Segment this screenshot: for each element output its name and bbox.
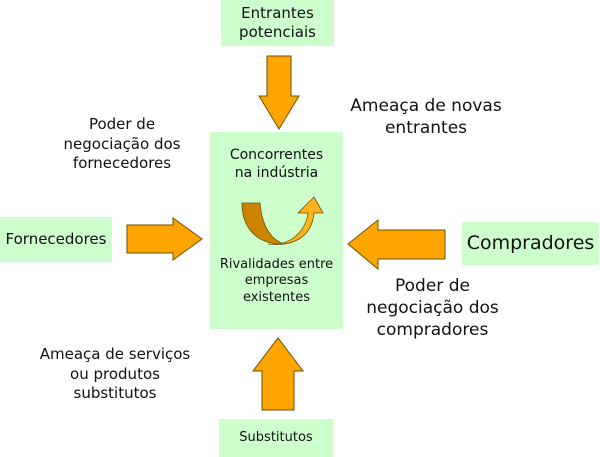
buyers-label: Compradores [466,231,595,254]
box-fornecedores: Fornecedores [0,217,112,262]
arrow-down-icon [258,55,300,130]
label-ameaca-novas-entrantes: Ameaça de novas entrantes [350,96,502,139]
substitutes-label: Substitutos [239,429,313,445]
box-substitutos: Substitutos [219,419,333,457]
box-entrantes-potenciais: Entrantes potenciais [221,0,334,46]
arrow-left-icon [347,218,446,271]
industry-title: Concorrentes na indústria [229,147,324,181]
box-concorrentes-industria [210,132,343,329]
entrants-label: Entrantes potenciais [239,4,316,41]
arrow-up-icon [251,337,305,411]
suppliers-label: Fornecedores [5,230,107,249]
curved-arrow-icon [241,196,324,245]
label-poder-fornecedores: Poder de negociação dos fornecedores [63,115,181,172]
label-poder-compradores: Poder de negociação dos compradores [366,276,499,341]
industry-rivalry: Rivalidades entre empresas existentes [219,257,334,305]
label-ameaca-substitutos: Ameaça de serviços ou produtos substitut… [39,345,191,402]
box-compradores: Compradores [462,222,599,265]
arrow-right-icon [126,217,203,261]
